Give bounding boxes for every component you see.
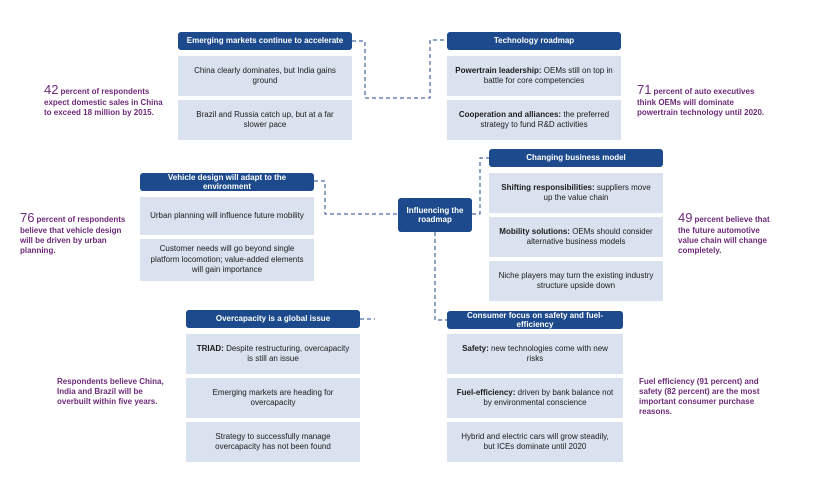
technology-item-2-text: the preferred strategy to fund R&D activ… xyxy=(480,109,610,129)
emerging-item-2: Brazil and Russia catch up, but at a far… xyxy=(178,100,352,140)
vehicle-design-header: Vehicle design will adapt to the environ… xyxy=(140,173,314,191)
stat-emerging-text: percent of respondents expect domestic s… xyxy=(44,87,163,118)
overcapacity-item-1-lead: TRIAD: xyxy=(196,343,224,353)
technology-item-1-lead: Powertrain leadership: xyxy=(455,65,542,75)
connector-vehicle xyxy=(314,180,398,215)
technology-item-1: Powertrain leadership: OEMs still on top… xyxy=(447,56,621,96)
overcapacity-item-3: Strategy to successfully manage overcapa… xyxy=(186,422,360,462)
stat-overcapacity: Respondents believe China, India and Bra… xyxy=(57,377,167,407)
connector-emerging xyxy=(352,39,447,99)
center-node: Influencing the roadmap xyxy=(398,198,472,232)
stat-business-number: 49 xyxy=(678,210,693,225)
consumer-focus-header: Consumer focus on safety and fuel-effici… xyxy=(447,311,623,329)
technology-item-2: Cooperation and alliances: the preferred… xyxy=(447,100,621,140)
overcapacity-item-2: Emerging markets are heading for overcap… xyxy=(186,378,360,418)
consumer-item-1-lead: Safety: xyxy=(462,343,489,353)
technology-item-1-text: OEMs still on top in battle for core com… xyxy=(483,65,613,85)
business-item-2-lead: Mobility solutions: xyxy=(499,226,570,236)
consumer-item-1: Safety: new technologies come with new r… xyxy=(447,334,623,374)
consumer-item-3: Hybrid and electric cars will grow stead… xyxy=(447,422,623,462)
business-model-header: Changing business model xyxy=(489,149,663,167)
stat-vehicle-text: percent of respondents believe that vehi… xyxy=(20,215,126,256)
connector-center-down xyxy=(434,232,447,321)
overcapacity-item-1: TRIAD: Despite restructuring, overcapaci… xyxy=(186,334,360,374)
business-item-1-text: suppliers move up the value chain xyxy=(543,182,651,202)
technology-roadmap-header: Technology roadmap xyxy=(447,32,621,50)
stat-overcapacity-text: Respondents believe China, India and Bra… xyxy=(57,377,164,406)
business-item-1-lead: Shifting responsibilities: xyxy=(501,182,595,192)
emerging-item-1: China clearly dominates, but India gains… xyxy=(178,56,352,96)
consumer-item-1-text: new technologies come with new risks xyxy=(490,343,608,363)
technology-item-2-lead: Cooperation and alliances: xyxy=(458,109,562,119)
stat-consumer-text: Fuel efficiency (91 percent) and safety … xyxy=(639,377,760,416)
consumer-item-2-lead: Fuel-efficiency: xyxy=(456,387,516,397)
stat-consumer: Fuel efficiency (91 percent) and safety … xyxy=(639,377,765,417)
vehicle-item-1: Urban planning will influence future mob… xyxy=(140,197,314,235)
emerging-markets-header: Emerging markets continue to accelerate xyxy=(178,32,352,50)
consumer-item-2-text: driven by bank balance not by environmen… xyxy=(483,387,614,407)
consumer-item-2: Fuel-efficiency: driven by bank balance … xyxy=(447,378,623,418)
business-item-1: Shifting responsibilities: suppliers mov… xyxy=(489,173,663,213)
overcapacity-header: Overcapacity is a global issue xyxy=(186,310,360,328)
overcapacity-item-1-text: Despite restructuring, overcapacity is s… xyxy=(226,343,350,363)
connector-business xyxy=(472,157,489,215)
stat-vehicle-number: 76 xyxy=(20,210,35,225)
business-item-2: Mobility solutions: OEMs should consider… xyxy=(489,217,663,257)
stat-technology-number: 71 xyxy=(637,82,652,97)
business-item-3: Niche players may turn the existing indu… xyxy=(489,261,663,301)
stat-emerging-number: 42 xyxy=(44,82,59,97)
stat-technology-text: percent of auto executives think OEMs wi… xyxy=(637,87,765,118)
vehicle-item-2: Customer needs will go beyond single pla… xyxy=(140,239,314,281)
stat-business-text: percent believe that the future automoti… xyxy=(678,215,770,256)
business-item-2-text: OEMs should consider alternative busines… xyxy=(526,226,653,246)
